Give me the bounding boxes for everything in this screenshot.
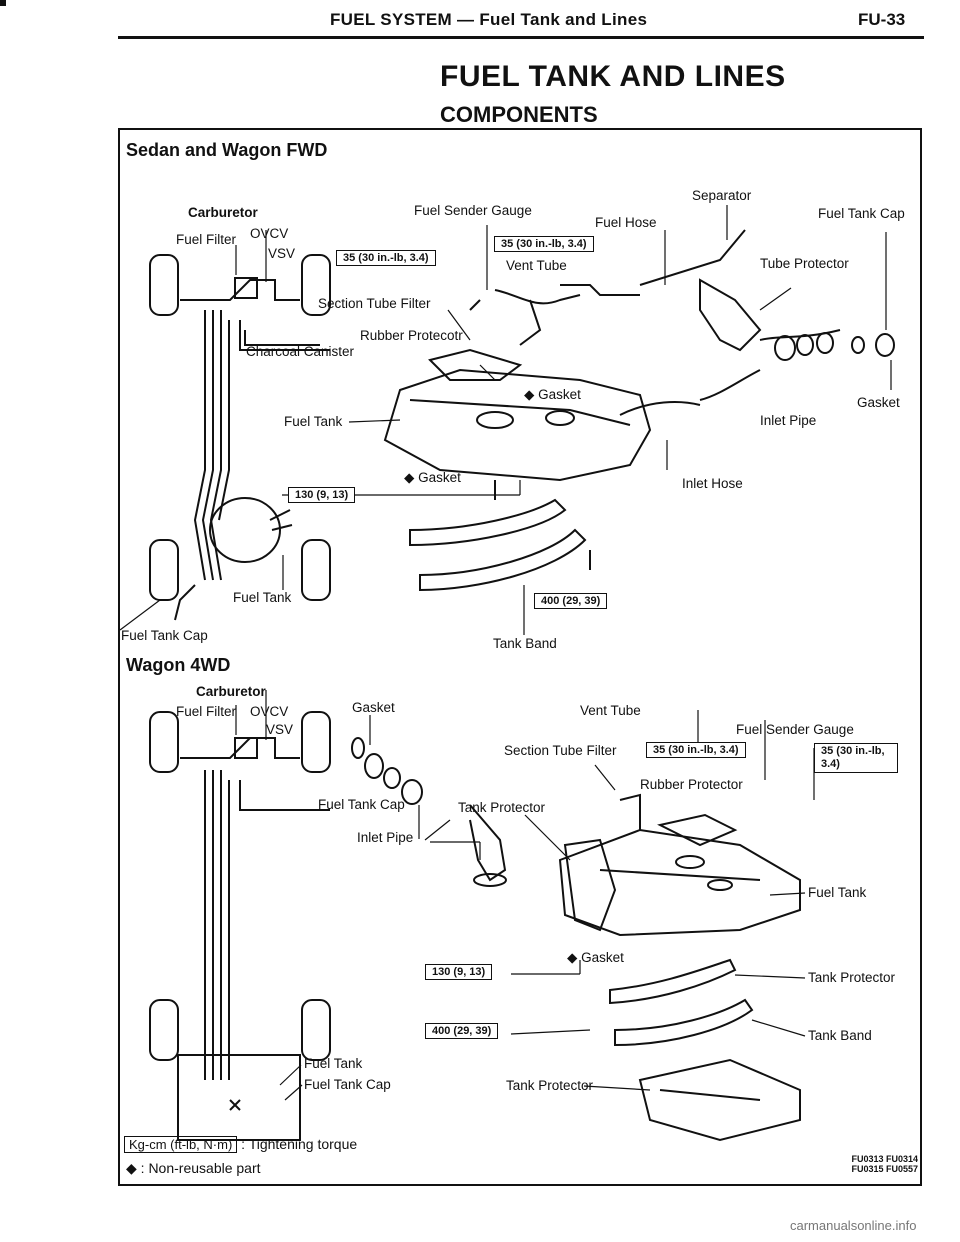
torque-wagon-band: 400 (29, 39): [425, 1023, 499, 1039]
label-wagon-carburetor: Carburetor: [196, 684, 266, 699]
label-wagon-gasket: Gasket: [352, 700, 395, 715]
torque-sedan-gasket: 130 (9, 13): [288, 487, 356, 503]
label-wagon-fuel-sender-gauge: Fuel Sender Gauge: [736, 722, 854, 737]
wagon-inlet-pipe: [351, 737, 507, 887]
label-wagon-tank-band: Tank Band: [808, 1028, 872, 1043]
label-gasket-right: Gasket: [857, 395, 900, 410]
legend-non-reusable-text: : Non-reusable part: [140, 1160, 261, 1176]
non-reusable-diamond: ◆: [404, 470, 415, 485]
legend-torque-box: Kg-cm (ft-lb, N·m): [124, 1136, 238, 1153]
label-wagon-tank-protector-bottom: Tank Protector: [506, 1078, 594, 1093]
label-wagon-inlet-pipe: Inlet Pipe: [357, 830, 414, 845]
label-rubber-protector: Rubber Protecotr: [360, 328, 463, 343]
legend-non-reusable: ◆ : Non-reusable part: [126, 1160, 261, 1177]
sedan-hoses: [469, 229, 895, 361]
label-fuel-hose: Fuel Hose: [595, 215, 657, 230]
wagon-tank-bands: [609, 958, 801, 1142]
torque-wagon-gasket: 130 (9, 13): [425, 964, 493, 980]
label-wagon-section-tube-filter: Section Tube Filter: [504, 743, 617, 758]
scan-corner-mark: [0, 0, 6, 6]
label-tube-protector: Tube Protector: [760, 256, 849, 271]
watermark-link[interactable]: carmanualsonline.info: [790, 1218, 917, 1233]
sedan-tank-bands: [409, 480, 591, 592]
label-wagon-gasket-lower: ◆ Gasket: [567, 950, 624, 965]
legend-diamond-icon: ◆: [126, 1160, 137, 1176]
page-code: FU-33: [858, 10, 906, 29]
label-carburetor: Carburetor: [188, 205, 258, 220]
label-fuel-sender-gauge: Fuel Sender Gauge: [414, 203, 532, 218]
label-separator: Separator: [692, 188, 752, 203]
wagon-leaders: [235, 690, 815, 1101]
torque-sedan-hose: 35 (30 in.-lb, 3.4): [494, 236, 594, 252]
non-reusable-diamond: ◆: [567, 950, 578, 965]
label-fuel-filter: Fuel Filter: [176, 232, 237, 247]
label-fuel-tank-left: Fuel Tank: [233, 590, 292, 605]
label-vsv: VSV: [268, 246, 296, 261]
label-tank-band: Tank Band: [493, 636, 557, 651]
label-gasket-lower: ◆ Gasket: [404, 470, 461, 485]
label-wagon-fuel-tank-cap-mid: Fuel Tank Cap: [318, 797, 405, 812]
label-fuel-tank-cap-left: Fuel Tank Cap: [121, 628, 208, 643]
label-vent-tube: Vent Tube: [506, 258, 567, 273]
label-wagon-vent-tube: Vent Tube: [580, 703, 641, 718]
label-inlet-pipe: Inlet Pipe: [760, 413, 817, 428]
label-gasket-mid: ◆ Gasket: [524, 387, 581, 402]
label-wagon-vsv: VSV: [266, 722, 294, 737]
label-wagon-ovcv: OVCV: [250, 704, 289, 719]
label-fuel-tank-cap-top: Fuel Tank Cap: [818, 206, 905, 221]
sedan-vehicle-lines: [149, 254, 331, 621]
label-wagon-fuel-tank-left: Fuel Tank: [304, 1056, 363, 1071]
torque-wagon-sender: 35 (30 in.-lb, 3.4): [814, 743, 898, 773]
wagon-fuel-tank: [558, 793, 801, 937]
legend-torque: Kg-cm (ft-lb, N·m) : Tightening torque: [124, 1136, 358, 1153]
header-rule: [118, 36, 924, 39]
label-fuel-tank-mid: Fuel Tank: [284, 414, 343, 429]
label-wagon-fuel-filter: Fuel Filter: [176, 704, 237, 719]
figure-codes: FU0313 FU0314 FU0315 FU0557: [851, 1154, 918, 1174]
running-title: FUEL SYSTEM — Fuel Tank and Lines: [330, 10, 648, 29]
label-ovcv: OVCV: [250, 226, 289, 241]
torque-sedan-sender: 35 (30 in.-lb, 3.4): [336, 250, 436, 266]
label-inlet-hose: Inlet Hose: [682, 476, 743, 491]
torque-wagon-vent: 35 (30 in.-lb, 3.4): [646, 742, 746, 758]
label-wagon-tank-protector-mid: Tank Protector: [458, 800, 546, 815]
label-wagon-fuel-tank-right: Fuel Tank: [808, 885, 867, 900]
label-wagon-tank-protector-right: Tank Protector: [808, 970, 896, 985]
wagon-vehicle-lines: [149, 711, 331, 1141]
torque-sedan-band: 400 (29, 39): [534, 593, 608, 609]
page-title: FUEL TANK AND LINES: [440, 60, 786, 93]
label-wagon-fuel-tank-cap-left: Fuel Tank Cap: [304, 1077, 391, 1092]
section-title: COMPONENTS: [440, 102, 598, 127]
sedan-leaders: [119, 205, 892, 635]
label-charcoal-canister: Charcoal Canister: [246, 344, 355, 359]
sedan-heading: Sedan and Wagon FWD: [126, 140, 328, 160]
sedan-fuel-tank: [383, 348, 761, 482]
non-reusable-diamond: ◆: [524, 387, 535, 402]
label-wagon-rubber-protector: Rubber Protector: [640, 777, 743, 792]
diagram-frame: [118, 128, 922, 1186]
legend-torque-text: : Tightening torque: [241, 1136, 358, 1152]
label-section-tube-filter: Section Tube Filter: [318, 296, 431, 311]
wagon-heading: Wagon 4WD: [126, 655, 231, 675]
